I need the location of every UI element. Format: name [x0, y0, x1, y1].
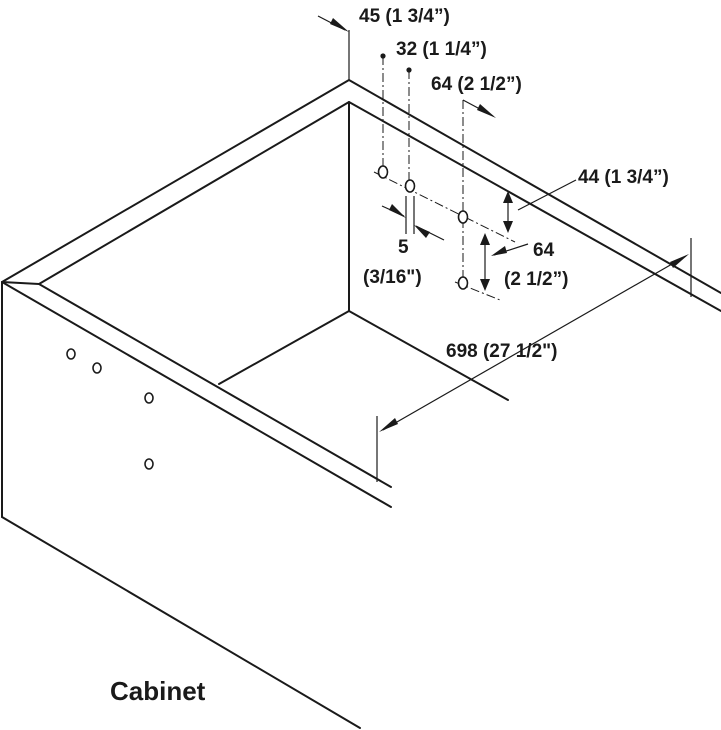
hole: [66, 348, 76, 360]
left-panel-inner-top-edge: [38, 283, 392, 488]
drill-hole: [457, 276, 469, 290]
dimension-698: 698 (27 1/2"): [376, 238, 692, 482]
dimension-64-right: 64 (2 1/2”): [480, 233, 568, 291]
bottom-right-edge: [348, 310, 509, 401]
left-panel-bottom-edge: [1, 516, 361, 729]
arrowhead: [503, 191, 513, 203]
hole: [144, 458, 154, 470]
centerline: [373, 171, 516, 243]
drill-hole: [457, 210, 469, 224]
dimension-label-64-top: 64 (2 1/2”): [431, 74, 522, 95]
hole-marker-dot: [380, 53, 386, 59]
arrowhead: [491, 246, 507, 256]
left-panel-top-edge: [1, 281, 392, 508]
dimension-64-top: 64 (2 1/2”): [431, 74, 522, 118]
arrowhead: [330, 18, 349, 32]
caption: Cabinet: [110, 676, 206, 706]
arrowhead: [480, 279, 490, 291]
hole: [92, 362, 102, 374]
dimension-label-698: 698 (27 1/2"): [446, 341, 557, 362]
bottom-back-edge: [218, 310, 350, 385]
dimension-label-32: 32 (1 1/4”): [396, 39, 487, 60]
drill-hole: [404, 179, 416, 193]
panel-thickness-edge: [1, 281, 40, 285]
arrowhead: [670, 254, 689, 268]
drilling-pattern: [373, 53, 516, 301]
hole-marker-dot: [406, 67, 412, 73]
arrowhead: [414, 225, 430, 238]
dimension-label-64-right-value: 64: [533, 240, 555, 261]
side-panel-holes: [66, 348, 154, 470]
arrowhead: [503, 221, 513, 233]
dimension-label-64-right-fraction: (2 1/2”): [504, 269, 568, 290]
dimension-label-5-fraction: (3/16"): [363, 267, 422, 288]
dimension-label-45: 45 (1 3/4”): [359, 6, 450, 27]
arrowhead: [480, 233, 490, 245]
dimension-5: 5 (3/16"): [363, 196, 445, 288]
hole: [144, 392, 154, 404]
dimension-label-5-value: 5: [398, 237, 409, 258]
arrowhead: [389, 204, 406, 218]
drill-hole: [377, 165, 389, 179]
arrowhead: [477, 104, 496, 118]
dimension-label-44: 44 (1 3/4”): [578, 167, 669, 188]
dimension-45: 45 (1 3/4”): [317, 6, 450, 80]
dimension-44: 44 (1 3/4”): [503, 167, 669, 233]
arrowhead: [379, 418, 398, 432]
